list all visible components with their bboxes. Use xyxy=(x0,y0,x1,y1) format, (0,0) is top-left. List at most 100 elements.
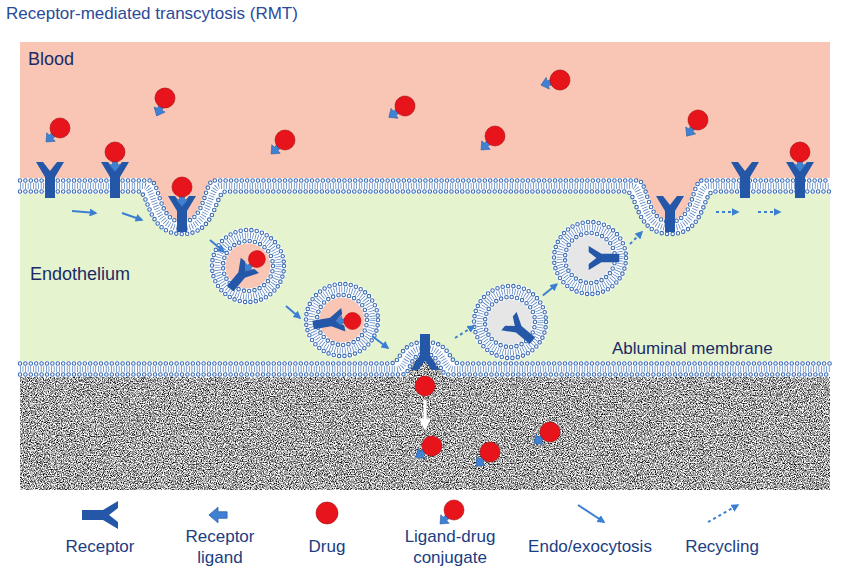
legend-icon xyxy=(82,500,738,529)
legend-item: Drug xyxy=(287,536,367,557)
transport-arrow xyxy=(543,284,557,295)
ligand-drug-conjugate xyxy=(529,419,562,452)
transport-arrow xyxy=(122,213,142,220)
brain-tissue xyxy=(20,377,830,490)
ligand-drug-conjugate xyxy=(384,93,417,126)
vesicle xyxy=(554,222,626,294)
vesicle xyxy=(474,286,546,358)
vesicle xyxy=(565,233,615,283)
receptor-symbol xyxy=(36,162,814,370)
vesicle xyxy=(317,295,367,345)
pit-lumen xyxy=(144,186,220,228)
luminal-membrane xyxy=(20,181,830,223)
region-label: Endothelium xyxy=(30,263,130,285)
luminal-membrane xyxy=(20,186,830,228)
transport-arrow xyxy=(210,240,224,252)
ligand-drug-conjugate xyxy=(162,173,202,213)
legend-label: Drug xyxy=(309,537,346,556)
region-band: Endothelium xyxy=(20,187,830,372)
legend-item: Ligand-drug conjugate xyxy=(390,526,510,568)
legend-item: Endo/exocytosis xyxy=(515,536,665,557)
vesicle xyxy=(218,236,279,297)
vesicle xyxy=(306,284,378,356)
transport-arrow xyxy=(716,211,738,213)
legend-label: Recycling xyxy=(685,537,759,556)
vesicle xyxy=(223,241,273,291)
brain-tissue xyxy=(404,356,446,377)
receptor-symbol xyxy=(656,196,684,232)
receptor-symbol xyxy=(731,162,759,198)
abluminal-membrane xyxy=(20,342,830,364)
ligand-drug-conjugate xyxy=(95,138,135,178)
ligand-drug-conjugate xyxy=(411,433,444,466)
vesicle xyxy=(487,299,533,345)
ligand-drug-conjugate xyxy=(780,138,820,178)
luminal-membrane xyxy=(20,192,830,235)
vesicle xyxy=(218,236,279,297)
brain-tissue xyxy=(20,356,830,490)
legend-icon xyxy=(316,502,338,524)
vesicle xyxy=(485,297,535,347)
ligand-drug-conjugate xyxy=(331,304,365,338)
released-drug xyxy=(424,400,427,428)
vesicle xyxy=(317,295,367,345)
vesicle xyxy=(319,297,365,343)
vesicle xyxy=(223,241,273,291)
luminal-membrane xyxy=(20,181,830,223)
ligand-drug-conjugate xyxy=(42,62,820,470)
ligand-drug-conjugate xyxy=(678,108,711,141)
ligand-drug-conjugate xyxy=(535,62,574,101)
vesicle xyxy=(480,292,541,353)
pit-lumen xyxy=(144,186,708,228)
receptor-symbol xyxy=(36,162,64,198)
vesicle xyxy=(474,286,546,358)
vesicle xyxy=(480,292,541,353)
abluminal-membrane xyxy=(20,348,830,369)
receptor-symbol xyxy=(311,308,345,337)
receptor-symbol xyxy=(101,162,129,198)
legend-icon xyxy=(82,501,118,529)
receptor-symbol xyxy=(411,334,439,370)
abluminal-membrane xyxy=(20,342,830,364)
legend-icon xyxy=(209,507,227,523)
receptor-symbol xyxy=(168,196,196,232)
transport-arrow xyxy=(72,211,96,213)
legend-label: Ligand-drug conjugate xyxy=(405,527,496,567)
ligand-drug-conjugate xyxy=(42,118,70,146)
legend-icon xyxy=(708,505,738,522)
ligand-drug-conjugate xyxy=(267,130,295,158)
vesicle xyxy=(560,228,621,289)
pit-lumen xyxy=(632,186,708,228)
vesicle xyxy=(485,297,535,347)
luminal-membrane xyxy=(20,181,830,235)
legend-label: Receptor xyxy=(66,537,135,556)
vesicle xyxy=(567,235,613,281)
vesicle xyxy=(554,222,626,294)
abluminal-membrane xyxy=(20,348,830,369)
released-drug xyxy=(415,376,435,428)
vesicle xyxy=(225,243,271,289)
transport-arrow xyxy=(372,336,388,348)
membrane-label: Abluminal membrane xyxy=(612,338,773,360)
vesicle xyxy=(306,284,378,356)
ligand-drug-conjugate xyxy=(241,251,265,275)
diagram-title: Receptor-mediated transcytosis (RMT) xyxy=(6,3,298,25)
ligand-drug-conjugate xyxy=(477,126,505,154)
ligand-drug-conjugate xyxy=(472,442,500,470)
receptor-symbol xyxy=(501,312,540,350)
vesicle xyxy=(474,286,546,358)
luminal-membrane xyxy=(20,192,830,235)
vesicle xyxy=(554,222,626,294)
vesicle xyxy=(312,290,373,351)
receptor-symbol xyxy=(589,246,620,270)
vesicle xyxy=(560,228,621,289)
abluminal-membrane xyxy=(20,354,830,375)
transport-arrow xyxy=(72,211,780,348)
transport-arrow xyxy=(758,211,780,213)
transport-arrow xyxy=(286,306,300,318)
luminal-membrane xyxy=(20,186,830,228)
region-label: Blood xyxy=(28,48,74,70)
legend-icon xyxy=(578,505,604,522)
legend-icon xyxy=(436,500,464,528)
